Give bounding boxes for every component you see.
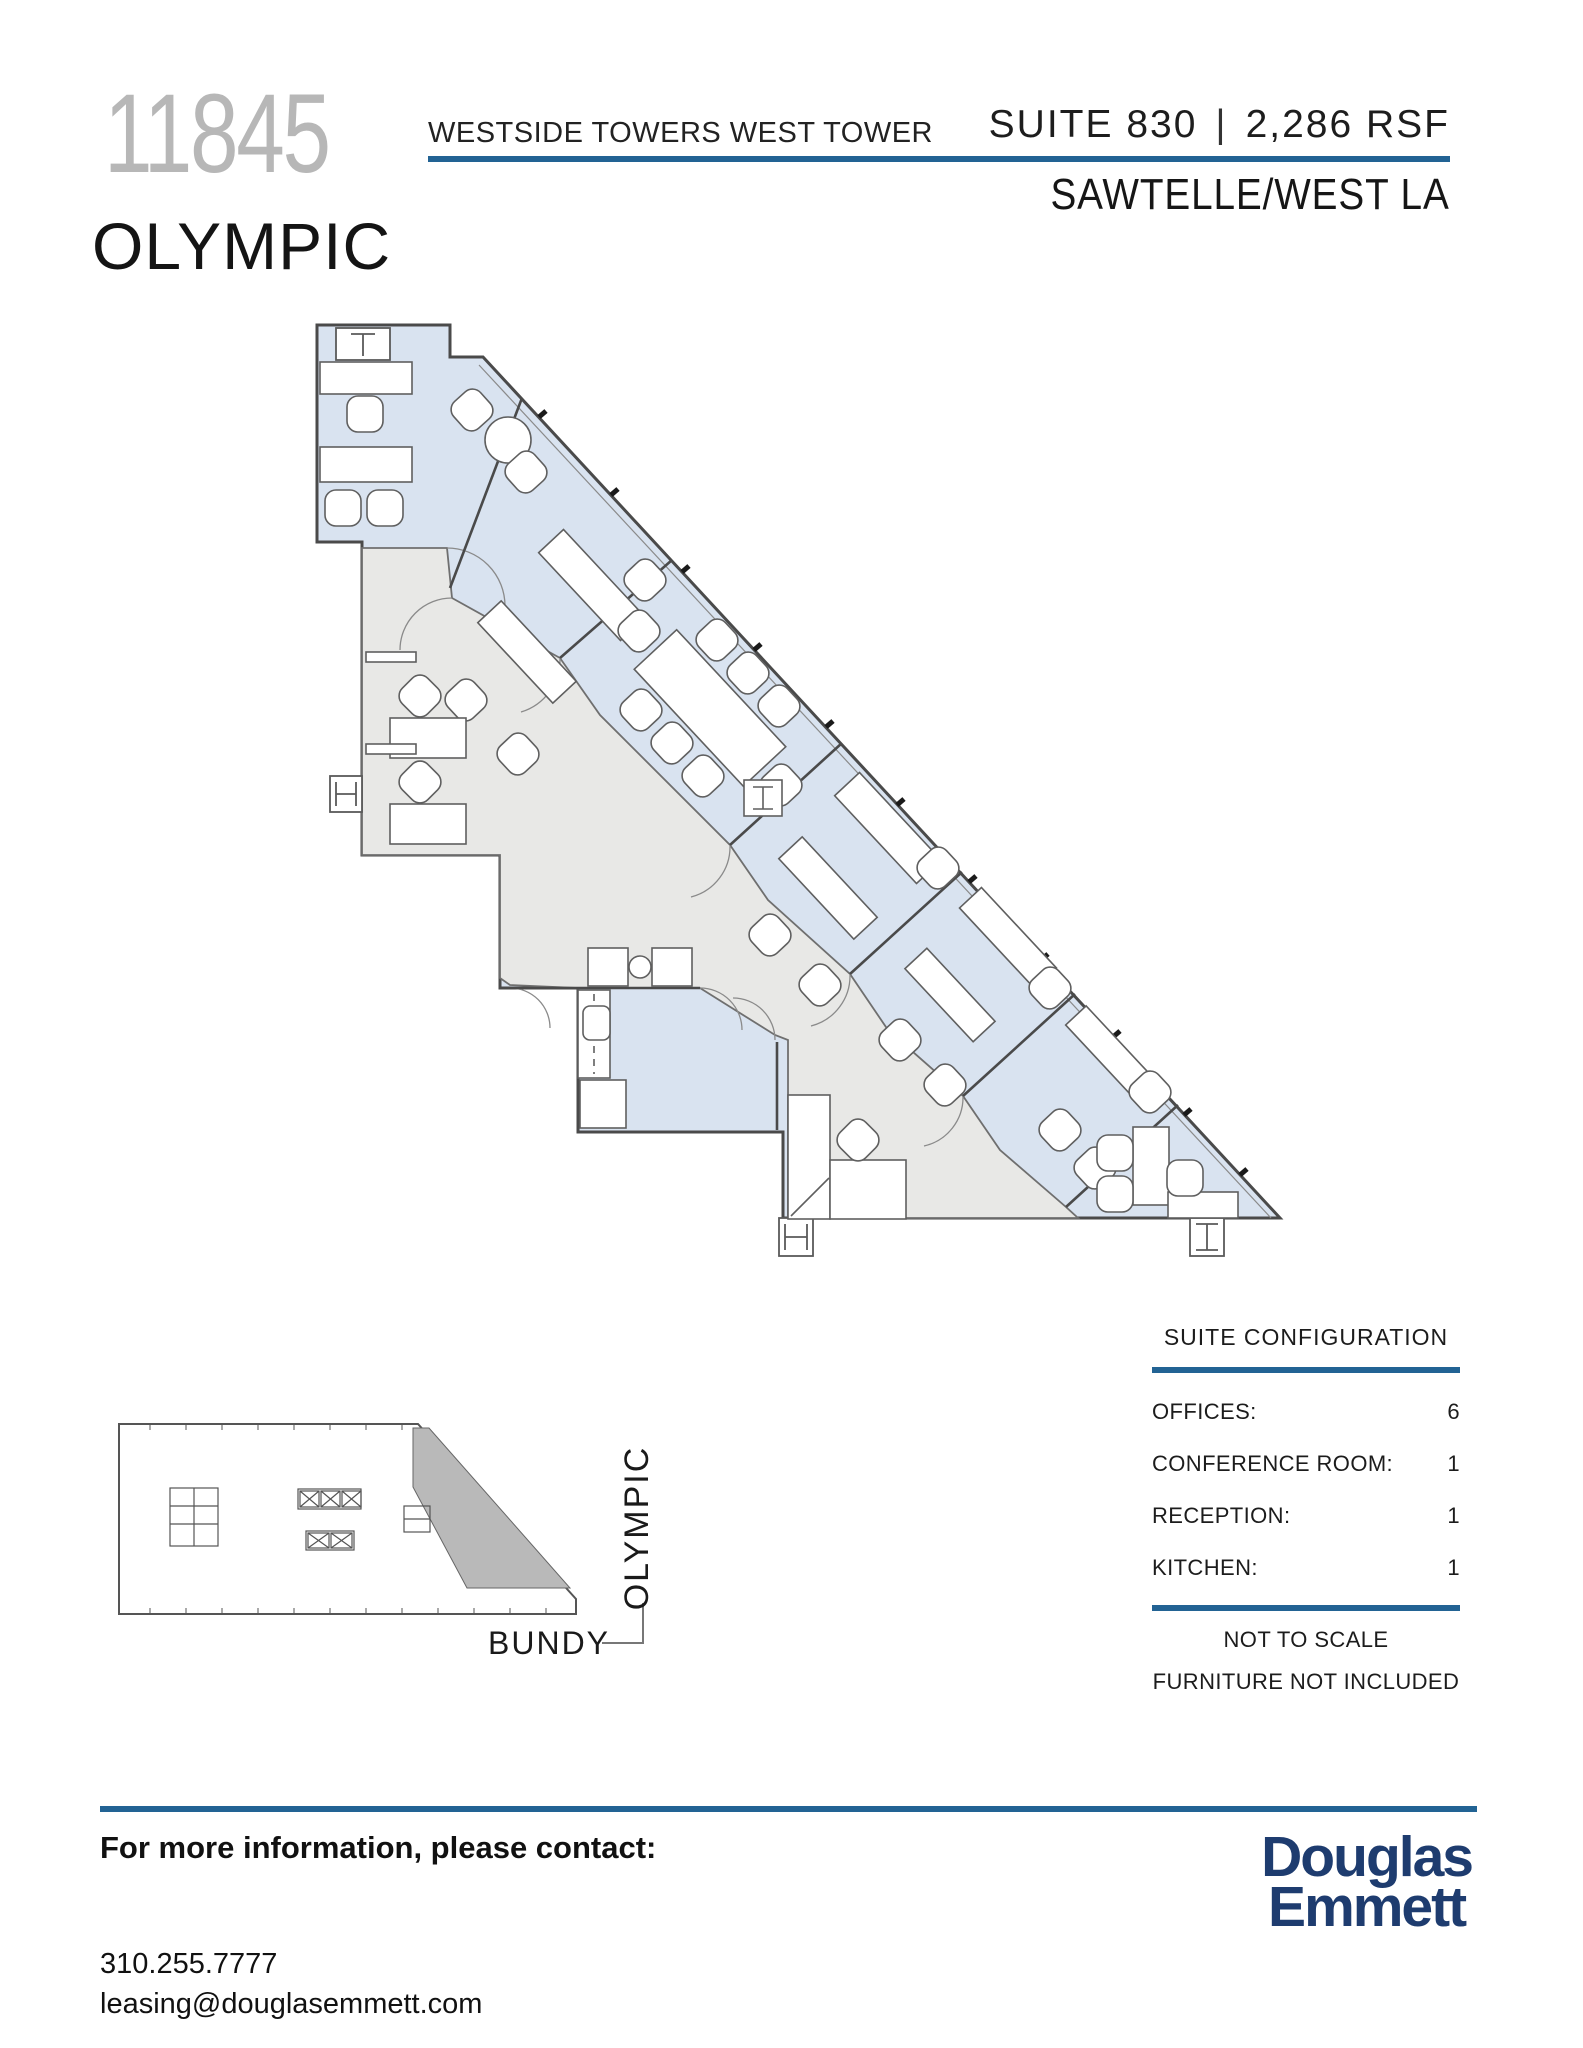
contact-phone: 310.255.7777 (100, 1948, 278, 1980)
contact-email[interactable]: leasing@douglasemmett.com (100, 1988, 483, 2020)
header-rule (428, 156, 1450, 162)
footer-rule (100, 1806, 1477, 1812)
config-row-offices: OFFICES: 6 (1152, 1399, 1460, 1425)
contact-heading: For more information, please contact: (100, 1830, 657, 1865)
key-plan-suite-highlight (412, 1427, 572, 1589)
config-label: OFFICES: (1152, 1399, 1257, 1424)
config-value: 1 (1447, 1503, 1460, 1528)
logo-line-2: Emmett (1268, 1875, 1467, 1940)
street-label-olympic: OLYMPIC (618, 1446, 656, 1611)
partition-walls (448, 397, 1179, 1208)
config-rule-bottom (1152, 1605, 1460, 1611)
config-value: 6 (1447, 1399, 1460, 1424)
submarket-label: SAWTELLE/WEST LA (1050, 170, 1450, 219)
config-row-conference: CONFERENCE ROOM: 1 (1152, 1451, 1460, 1477)
config-label: CONFERENCE ROOM: (1152, 1451, 1394, 1476)
note-not-to-scale: NOT TO SCALE (1223, 1627, 1389, 1652)
logo-line-1: Douglas (1261, 1825, 1474, 1889)
suite-configuration-panel: SUITE CONFIGURATION OFFICES: 6 CONFERENC… (1152, 1324, 1460, 1695)
property-title: WESTSIDE TOWERS WEST TOWER (428, 117, 933, 149)
furniture (319, 361, 1239, 1220)
config-row-reception: RECEPTION: 1 (1152, 1503, 1460, 1529)
key-plan: OLYMPIC BUNDY (118, 1423, 656, 1661)
street-leader-line (602, 1603, 644, 1644)
window-ticks (537, 409, 1249, 1177)
config-label: KITCHEN: (1152, 1555, 1258, 1580)
building-number: 11845 (104, 71, 331, 196)
config-value: 1 (1447, 1555, 1460, 1580)
config-label: RECEPTION: (1152, 1503, 1291, 1528)
column-markers (329, 327, 1225, 1257)
config-rule-top (1152, 1367, 1460, 1373)
suite-rsf: 2,286 RSF (1245, 103, 1450, 146)
note-furniture: FURNITURE NOT INCLUDED (1152, 1669, 1460, 1694)
config-value: 1 (1447, 1451, 1460, 1476)
suite-and-size: SUITE 830 | 2,286 RSF (989, 103, 1450, 147)
suite-size-separator: | (1215, 103, 1228, 146)
suite-number: SUITE 830 (988, 103, 1198, 146)
suite-configuration-title: SUITE CONFIGURATION (1163, 1324, 1449, 1350)
building-name: OLYMPIC (92, 209, 392, 283)
config-row-kitchen: KITCHEN: 1 (1152, 1555, 1460, 1581)
douglas-emmett-logo: Douglas Emmett (1261, 1825, 1474, 1940)
street-label-bundy: BUNDY (488, 1625, 610, 1661)
